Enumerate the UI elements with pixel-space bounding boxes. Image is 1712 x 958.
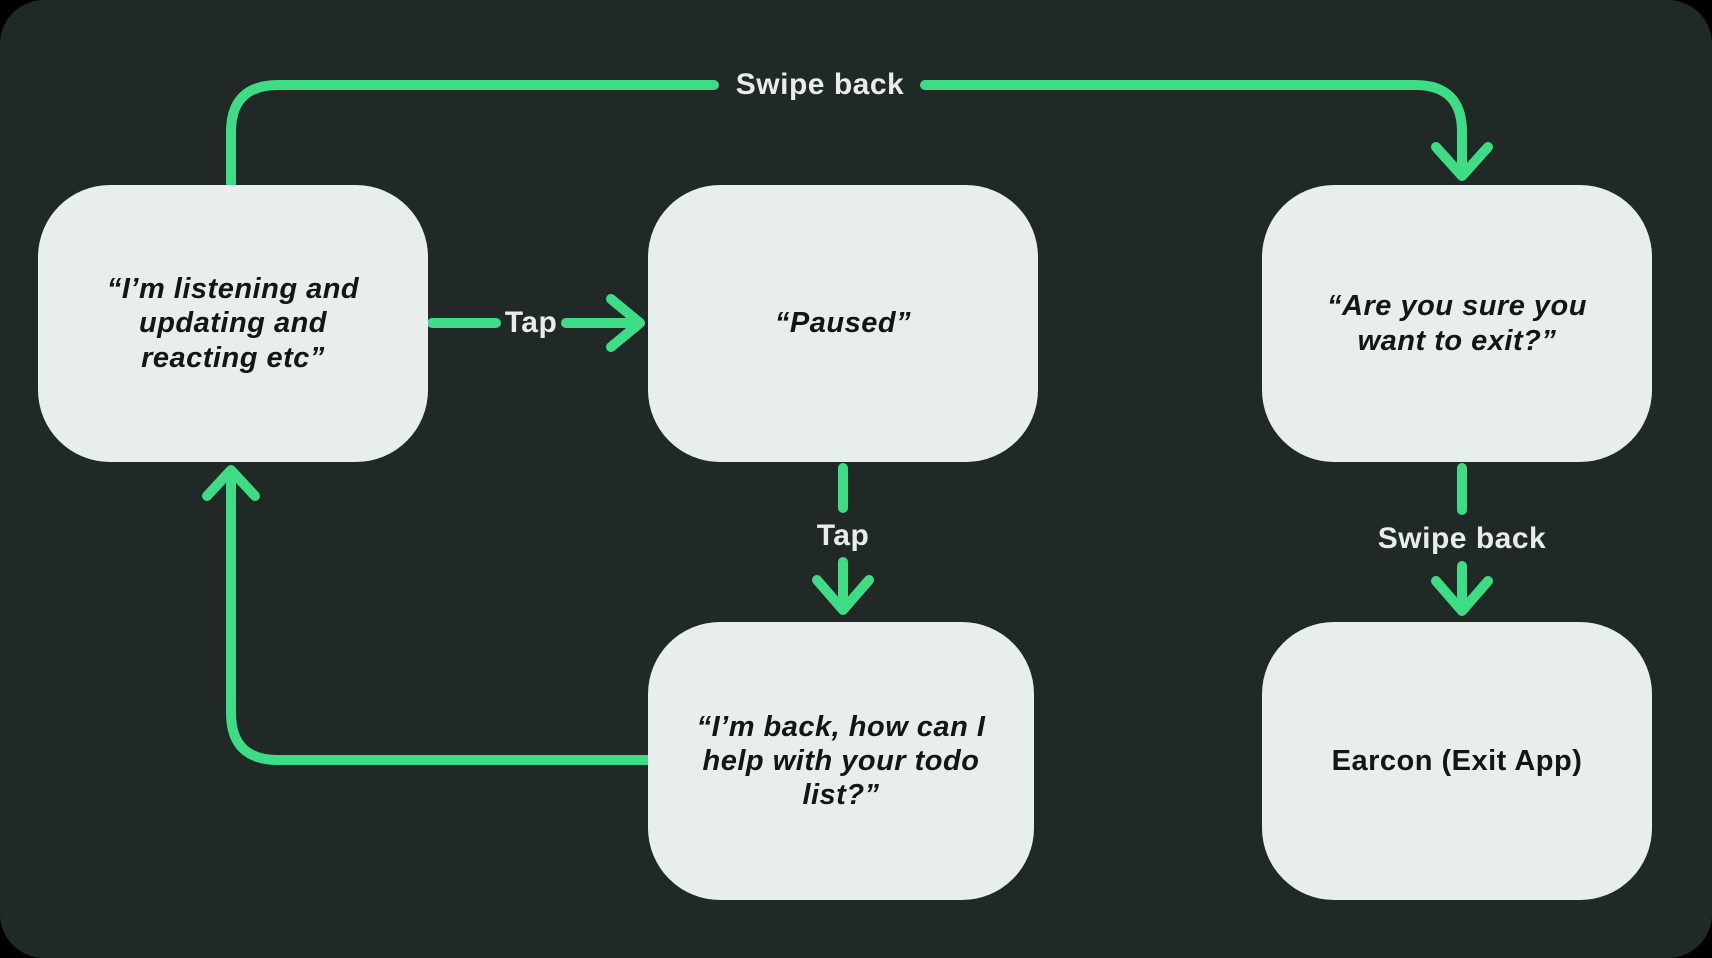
node-listening-label: “I’m listening and updating and reacting… <box>106 273 360 374</box>
node-listening: “I’m listening and updating and reacting… <box>38 185 428 462</box>
node-paused-label: “Paused” <box>774 307 912 340</box>
edge-swipe-back-top-segment-right <box>920 80 1467 168</box>
node-exit-confirm-label: “Are you sure you want to exit?” <box>1327 290 1587 357</box>
edge-label-swipe-back-vertical: Swipe back <box>1377 522 1547 555</box>
node-im-back-label: “I’m back, how can I help with your todo… <box>696 710 986 812</box>
edge-tap-horizontal-arrowhead-icon <box>606 294 645 352</box>
node-paused: “Paused” <box>648 185 1038 462</box>
node-exit-confirm: “Are you sure you want to exit?” <box>1262 185 1652 462</box>
edge-label-tap-horizontal: Tap <box>504 306 558 339</box>
node-im-back: “I’m back, how can I help with your todo… <box>648 622 1034 900</box>
edge-swipe-back-top-segment-left <box>226 80 719 188</box>
edge-swipe-back-top-arrowhead-icon <box>1431 142 1493 181</box>
edge-label-tap-vertical: Tap <box>816 519 870 552</box>
edge-swipe-back-vertical-arrowhead-icon <box>1431 576 1493 616</box>
node-earcon: Earcon (Exit App) <box>1262 622 1652 900</box>
node-earcon-label: Earcon (Exit App) <box>1331 744 1583 777</box>
edge-tap-vertical-arrowhead-icon <box>812 575 874 615</box>
edge-label-swipe-back-top: Swipe back <box>735 68 905 101</box>
edge-loop-back-arrowhead-icon <box>202 465 260 501</box>
edge-loop-back-segment <box>226 473 653 765</box>
